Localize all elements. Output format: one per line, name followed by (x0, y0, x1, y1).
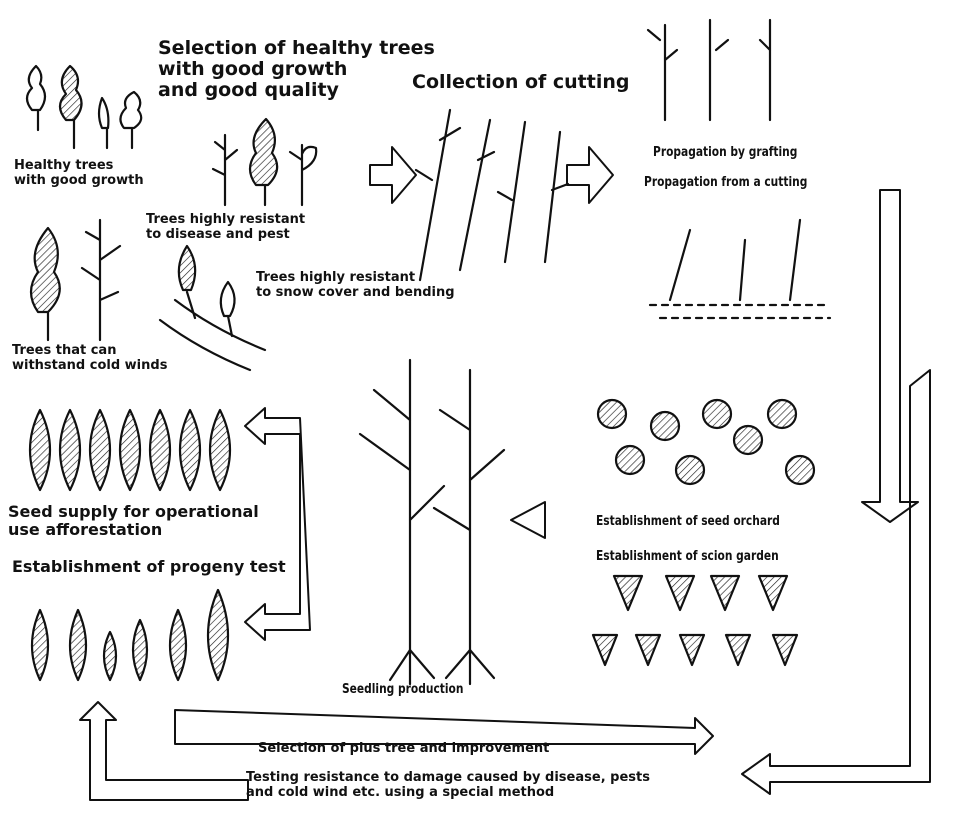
scion-garden-icon (593, 576, 797, 665)
propagation-icon (648, 20, 830, 318)
disease-resistant-trees-icon (213, 119, 316, 205)
snow-resistant-trees-icon (160, 246, 265, 370)
plus-tree-label: Selection of plus tree and improvement (258, 741, 549, 756)
progeny-test-trees-icon (32, 590, 228, 680)
propagation-grafting-label: Propagation by grafting (653, 145, 797, 160)
disease-pest-label: Trees highly resistant to disease and pe… (146, 212, 305, 242)
selection-title: Selection of healthy trees with good gro… (158, 38, 435, 101)
snow-cover-label: Trees highly resistant to snow cover and… (256, 270, 455, 300)
scion-garden-label: Establishment of scion garden (596, 549, 779, 564)
cuttings-icon (416, 110, 568, 280)
progeny-test-label: Establishment of progeny test (12, 558, 286, 576)
collection-of-cutting-label: Collection of cutting (412, 72, 630, 93)
seed-supply-trees-icon (30, 410, 230, 490)
testing-resistance-label: Testing resistance to damage caused by d… (246, 770, 650, 800)
propagation-cutting-label: Propagation from a cutting (644, 175, 807, 190)
seed-orchard-label: Establishment of seed orchard (596, 514, 780, 529)
healthy-trees-icon (27, 66, 141, 148)
seedling-production-label: Seedling production (342, 682, 463, 697)
healthy-trees-label: Healthy trees with good growth (14, 158, 144, 188)
cold-winds-label: Trees that can withstand cold winds (12, 343, 167, 373)
seed-supply-label: Seed supply for operational use afforest… (8, 503, 259, 539)
seed-orchard-icon (598, 400, 814, 484)
cold-wind-trees-icon (31, 220, 120, 340)
seedlings-icon (360, 360, 504, 684)
